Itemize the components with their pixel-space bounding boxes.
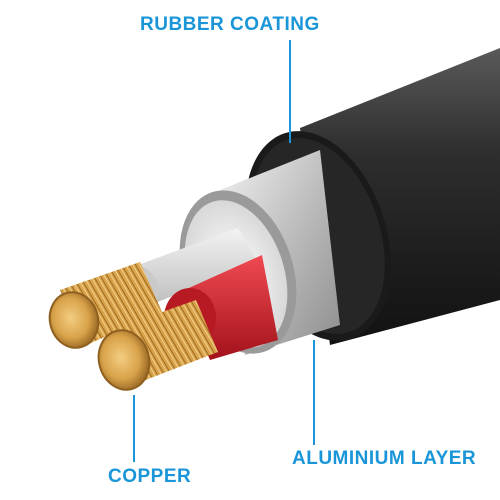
aluminium-layer-label: ALUMINIUM LAYER — [292, 448, 477, 469]
copper-conductor-back — [48, 262, 162, 349]
rubber-coating-label: RUBBER COATING — [140, 14, 320, 35]
copper-conductor-front — [97, 300, 218, 391]
copper-label: COPPER — [108, 466, 192, 487]
